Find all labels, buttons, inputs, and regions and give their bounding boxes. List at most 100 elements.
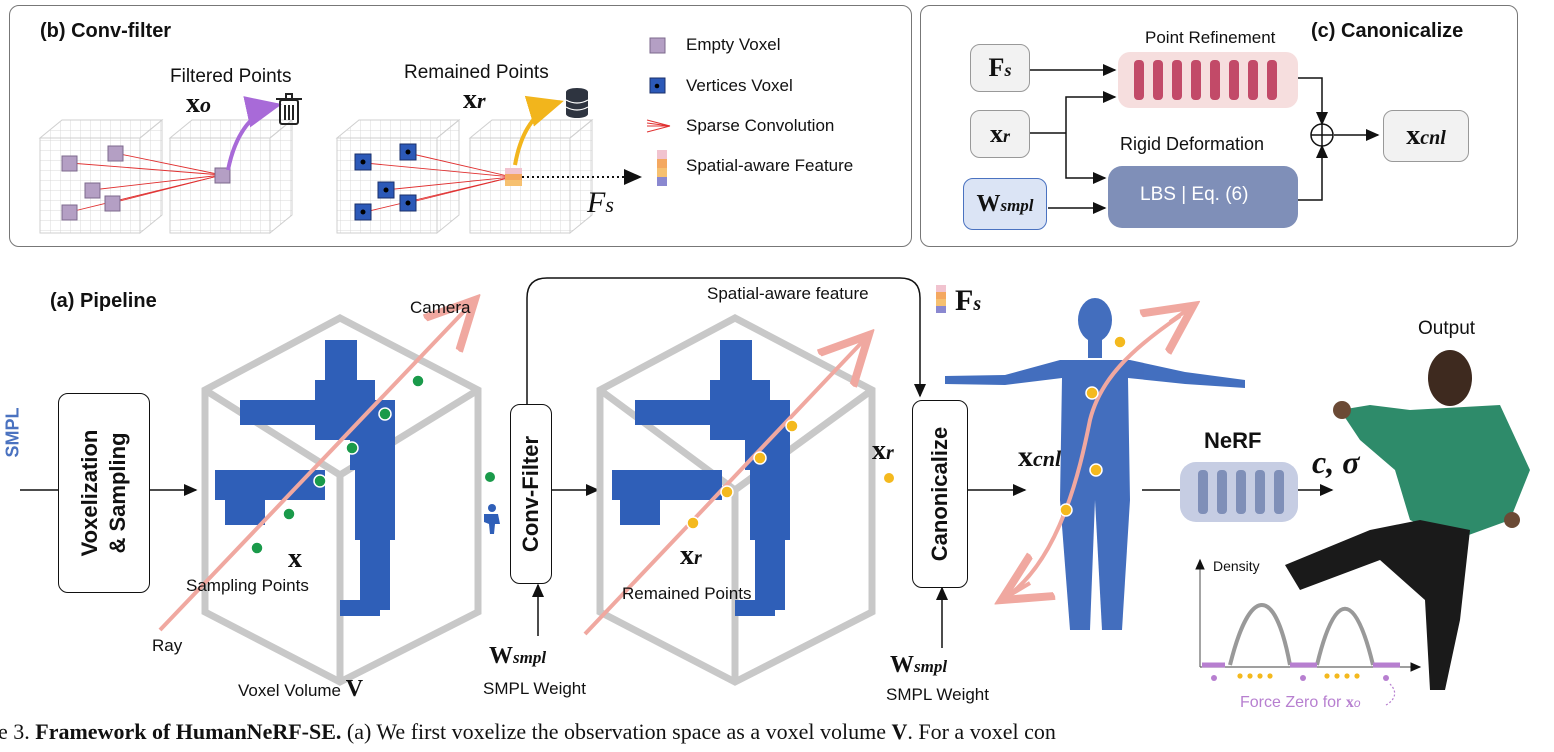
conv-filter-panel-title: (b) Conv-filter bbox=[40, 20, 172, 42]
x-o-subscript: o bbox=[200, 92, 211, 117]
sampling-label: & Sampling bbox=[105, 432, 130, 554]
pipeline-arrows bbox=[20, 484, 1334, 648]
point-refinement-label: Point Refinement bbox=[1145, 28, 1276, 47]
x-o-label: xo bbox=[186, 88, 211, 120]
legend-vertices-voxel: Vertices Voxel bbox=[686, 76, 793, 95]
nerf-bars bbox=[1198, 470, 1284, 514]
spatial-feature-stack bbox=[936, 285, 946, 313]
canonicalize-block: Canonicalize bbox=[912, 400, 968, 588]
density-axis-label: Density bbox=[1213, 558, 1260, 574]
voxel-grid-2 bbox=[168, 118, 294, 235]
vertices-voxel-legend-icon bbox=[649, 77, 666, 94]
fs-input-symbol: F bbox=[988, 53, 1005, 82]
x-o-symbol: x bbox=[186, 88, 200, 119]
force-zero-label: Force Zero for xo bbox=[1240, 694, 1361, 712]
x-r-symbol: x bbox=[463, 84, 477, 115]
w-smpl-2-subscript: smpl bbox=[914, 657, 948, 676]
xr-input-subscript-a: r bbox=[886, 442, 894, 464]
camera-label: Camera bbox=[410, 298, 471, 317]
conv-filter-block: Conv-Filter bbox=[510, 404, 552, 584]
caption-text: (a) We first voxelize the observation sp… bbox=[346, 719, 886, 744]
remained-point-dots bbox=[686, 419, 799, 530]
caption-v: V bbox=[891, 719, 908, 744]
xr-input-subscript: r bbox=[1002, 126, 1010, 146]
conv-filter-label: Conv-Filter bbox=[518, 435, 543, 553]
canonical-point-dots bbox=[1059, 335, 1127, 517]
voxelization-sampling-text: Voxelization & Sampling bbox=[76, 430, 132, 557]
w-smpl-1-symbol: W bbox=[489, 643, 513, 669]
voxel-volume-cube bbox=[201, 314, 482, 686]
xcnl-output-symbol: x bbox=[1406, 120, 1421, 151]
sum-operator-icon bbox=[1310, 123, 1334, 147]
remained-points-label-a: Remained Points bbox=[622, 584, 752, 603]
voxel-volume-text: Voxel Volume bbox=[238, 681, 342, 700]
w-smpl-input-label: Wsmpl bbox=[976, 191, 1033, 218]
sampling-points-label: Sampling Points bbox=[186, 576, 309, 595]
xr-remained-symbol-x: x bbox=[680, 540, 694, 571]
fs-label: Fs bbox=[587, 186, 614, 220]
output-render-figure bbox=[1285, 350, 1530, 690]
xr-remained-symbol-sub: r bbox=[694, 547, 702, 569]
c-sigma-label: c, σ bbox=[1312, 444, 1360, 480]
legend-spatial-feature: Spatial-aware Feature bbox=[686, 156, 854, 175]
x-r-subscript: r bbox=[477, 88, 486, 113]
nerf-label: NeRF bbox=[1204, 428, 1262, 453]
remained-points-label: Remained Points bbox=[404, 62, 549, 83]
sampling-points bbox=[250, 374, 425, 555]
xcnl-output-box: xcnl bbox=[1383, 110, 1469, 162]
keep-arrow bbox=[513, 95, 564, 166]
smpl-weight-label-2: SMPL Weight bbox=[886, 685, 989, 704]
w-smpl-2-symbol: W bbox=[890, 652, 914, 678]
spatial-aware-feature-label: Spatial-aware feature bbox=[707, 284, 869, 303]
empty-voxels bbox=[61, 145, 231, 221]
xr-canonicalize-input: xr bbox=[872, 435, 894, 467]
filter-arrow bbox=[226, 96, 282, 171]
w-smpl-1-subscript: smpl bbox=[513, 648, 547, 667]
fs-input-label: Fs bbox=[989, 53, 1012, 83]
w-smpl-input-subscript: smpl bbox=[1000, 195, 1034, 215]
caption-title: Framework of HumanNeRF-SE. bbox=[35, 719, 342, 744]
voxel-grid-1 bbox=[38, 118, 164, 235]
force-zero-subscript: o bbox=[1353, 696, 1361, 710]
xcnl-pipeline-subscript: cnl bbox=[1033, 446, 1062, 471]
w-smpl-input-box: Wsmpl bbox=[963, 178, 1047, 230]
vertices-voxels bbox=[354, 143, 417, 221]
fs-input-subscript: s bbox=[1004, 60, 1012, 80]
xcnl-pipeline-symbol: x bbox=[1018, 440, 1033, 473]
smpl-input-label: SMPL bbox=[2, 407, 23, 458]
lbs-label: LBS | Eq. (6) bbox=[1140, 184, 1249, 205]
force-zero-x: x bbox=[1345, 694, 1354, 711]
sparse-conv-lines-1 bbox=[69, 152, 223, 213]
human-voxel-figure bbox=[215, 340, 395, 616]
empty-voxel-legend-icon bbox=[649, 37, 666, 54]
xcnl-output-subscript: cnl bbox=[1420, 127, 1446, 149]
ray-line-1 bbox=[158, 303, 472, 632]
remained-input-dot bbox=[884, 473, 894, 483]
sparse-conv-legend-icon bbox=[646, 119, 671, 133]
xr-remained-symbol: xr bbox=[680, 540, 702, 572]
voxel-volume-label: Voxel Volume V bbox=[238, 676, 363, 703]
w-smpl-label-2: Wsmpl bbox=[890, 652, 947, 679]
xcnl-output-label: xcnl bbox=[1406, 120, 1446, 152]
voxelization-label: Voxelization bbox=[77, 429, 102, 557]
spatial-feature-path bbox=[526, 277, 926, 408]
legend-sparse-conv: Sparse Convolution bbox=[686, 116, 835, 135]
spatial-feature-legend-icon bbox=[657, 150, 667, 186]
human-voxel-figure-2 bbox=[612, 340, 790, 616]
fs-subscript: s bbox=[605, 192, 614, 217]
w-smpl-label-1: Wsmpl bbox=[489, 643, 546, 670]
point-refinement-bars bbox=[1134, 60, 1277, 100]
v-symbol: V bbox=[345, 676, 364, 702]
rigid-deformation-label: Rigid Deformation bbox=[1120, 134, 1265, 154]
trash-icon bbox=[276, 93, 302, 125]
x-r-label: xr bbox=[463, 84, 486, 116]
fs-pipeline-label: Fs bbox=[955, 284, 981, 318]
fs-input-box: Fs bbox=[970, 44, 1030, 92]
smpl-mini-figure-icon bbox=[484, 504, 500, 534]
pipeline-title: (a) Pipeline bbox=[50, 290, 157, 312]
caption-tail: . For a voxel con bbox=[907, 719, 1056, 744]
ray-label: Ray bbox=[152, 636, 183, 655]
sparse-conv-lines-2 bbox=[364, 152, 513, 213]
fs-pipeline-subscript: s bbox=[973, 293, 982, 315]
